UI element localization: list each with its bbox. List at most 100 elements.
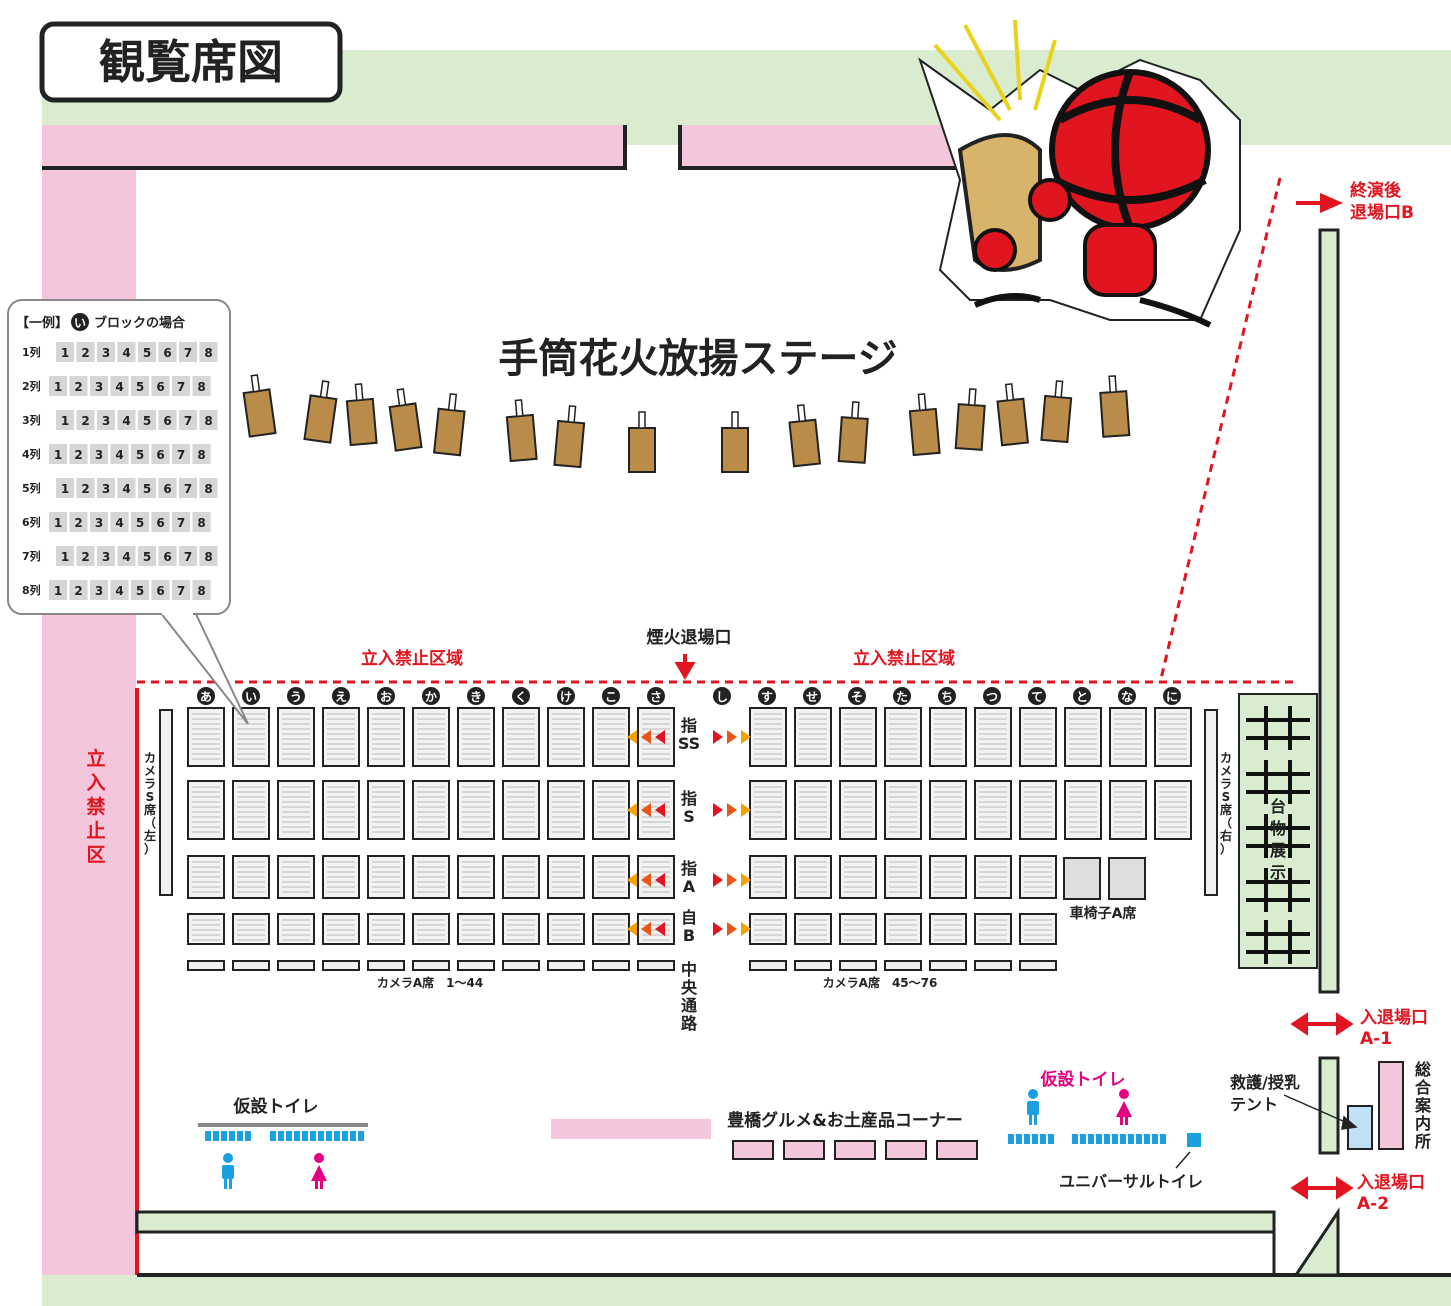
- seat-block[interactable]: [1019, 707, 1057, 767]
- seat-block[interactable]: [929, 780, 967, 840]
- camera-a-seat[interactable]: [794, 960, 832, 971]
- seat-block[interactable]: [277, 855, 315, 899]
- seat-block[interactable]: [794, 855, 832, 899]
- seat-block[interactable]: [592, 855, 630, 899]
- seat-block[interactable]: [974, 913, 1012, 945]
- camera-a-seat[interactable]: [232, 960, 270, 971]
- seat-block[interactable]: [322, 855, 360, 899]
- seat-block[interactable]: [322, 913, 360, 945]
- seat-block[interactable]: [1019, 913, 1057, 945]
- seat-block[interactable]: [929, 913, 967, 945]
- seat-block[interactable]: [1064, 780, 1102, 840]
- wheelchair-seat-2[interactable]: [1108, 857, 1146, 900]
- camera-s-right-seats[interactable]: [1204, 709, 1218, 896]
- seat-block[interactable]: [367, 780, 405, 840]
- seat-block[interactable]: [367, 855, 405, 899]
- seat-block[interactable]: [412, 707, 450, 767]
- seat-block[interactable]: [547, 780, 585, 840]
- camera-a-seat[interactable]: [502, 960, 540, 971]
- seat-block[interactable]: [502, 855, 540, 899]
- entrance-a2[interactable]: 入退場口 A-2: [1290, 1173, 1425, 1214]
- seat-block[interactable]: [884, 780, 922, 840]
- seat-block[interactable]: [839, 707, 877, 767]
- seat-block[interactable]: [232, 855, 270, 899]
- seat-block[interactable]: [1109, 707, 1147, 767]
- seat-block[interactable]: [749, 855, 787, 899]
- entrance-a1[interactable]: 入退場口 A-1: [1290, 1008, 1428, 1049]
- camera-a-seat[interactable]: [839, 960, 877, 971]
- seat-block[interactable]: [637, 855, 675, 899]
- camera-a-seat[interactable]: [637, 960, 675, 971]
- camera-a-seat[interactable]: [457, 960, 495, 971]
- seat-block[interactable]: [592, 707, 630, 767]
- seat-block[interactable]: [187, 913, 225, 945]
- seat-block[interactable]: [412, 855, 450, 899]
- camera-a-seat[interactable]: [884, 960, 922, 971]
- seat-block[interactable]: [1019, 780, 1057, 840]
- seat-block[interactable]: [547, 913, 585, 945]
- seat-block[interactable]: [367, 913, 405, 945]
- launch-tube: [345, 383, 378, 447]
- seat-block[interactable]: [884, 913, 922, 945]
- seat-block[interactable]: [277, 780, 315, 840]
- camera-a-seat[interactable]: [592, 960, 630, 971]
- seat-block[interactable]: [592, 913, 630, 945]
- seat-block[interactable]: [1064, 707, 1102, 767]
- seat-block[interactable]: [749, 913, 787, 945]
- camera-a-seat[interactable]: [412, 960, 450, 971]
- camera-a-seat[interactable]: [187, 960, 225, 971]
- seat-block[interactable]: [929, 707, 967, 767]
- seat-block[interactable]: [322, 707, 360, 767]
- camera-a-seat[interactable]: [749, 960, 787, 971]
- seat-block[interactable]: [1154, 707, 1192, 767]
- seat-block[interactable]: [794, 780, 832, 840]
- seat-block[interactable]: [884, 707, 922, 767]
- camera-a-seat[interactable]: [1019, 960, 1057, 971]
- seat-block[interactable]: [412, 913, 450, 945]
- seat-block[interactable]: [502, 780, 540, 840]
- seat-block[interactable]: [794, 913, 832, 945]
- seat-block[interactable]: [412, 780, 450, 840]
- seat-block[interactable]: [839, 855, 877, 899]
- seat-block[interactable]: [839, 913, 877, 945]
- seat-block[interactable]: [457, 855, 495, 899]
- seat-block[interactable]: [794, 707, 832, 767]
- seat-block[interactable]: [749, 707, 787, 767]
- camera-a-seat[interactable]: [322, 960, 360, 971]
- seat-block[interactable]: [547, 707, 585, 767]
- seat-block[interactable]: [884, 855, 922, 899]
- seat-block[interactable]: [457, 707, 495, 767]
- seat-block[interactable]: [277, 707, 315, 767]
- seat-block[interactable]: [322, 780, 360, 840]
- seat-block[interactable]: [502, 707, 540, 767]
- camera-a-seat[interactable]: [547, 960, 585, 971]
- camera-s-left-seats[interactable]: [159, 709, 173, 896]
- camera-a-seat[interactable]: [367, 960, 405, 971]
- seat-block[interactable]: [1019, 855, 1057, 899]
- seat-block[interactable]: [367, 707, 405, 767]
- seat-block[interactable]: [592, 780, 630, 840]
- seat-block[interactable]: [187, 780, 225, 840]
- seat-block[interactable]: [929, 855, 967, 899]
- camera-a-seat[interactable]: [277, 960, 315, 971]
- seat-block[interactable]: [974, 780, 1012, 840]
- seat-block[interactable]: [502, 913, 540, 945]
- seat-block[interactable]: [749, 780, 787, 840]
- camera-a-seat[interactable]: [974, 960, 1012, 971]
- seat-block[interactable]: [839, 780, 877, 840]
- seat-block[interactable]: [457, 913, 495, 945]
- seat-block[interactable]: [232, 913, 270, 945]
- seat-block[interactable]: [1109, 780, 1147, 840]
- seat-block[interactable]: [547, 855, 585, 899]
- seat-block[interactable]: [974, 855, 1012, 899]
- seat-block[interactable]: [457, 780, 495, 840]
- seat-block[interactable]: [187, 855, 225, 899]
- seat-block[interactable]: [232, 780, 270, 840]
- seat-block[interactable]: [232, 707, 270, 767]
- seat-block[interactable]: [277, 913, 315, 945]
- wheelchair-seat-1[interactable]: [1063, 857, 1101, 900]
- seat-block[interactable]: [974, 707, 1012, 767]
- seat-block[interactable]: [1154, 780, 1192, 840]
- seat-block[interactable]: [187, 707, 225, 767]
- camera-a-seat[interactable]: [929, 960, 967, 971]
